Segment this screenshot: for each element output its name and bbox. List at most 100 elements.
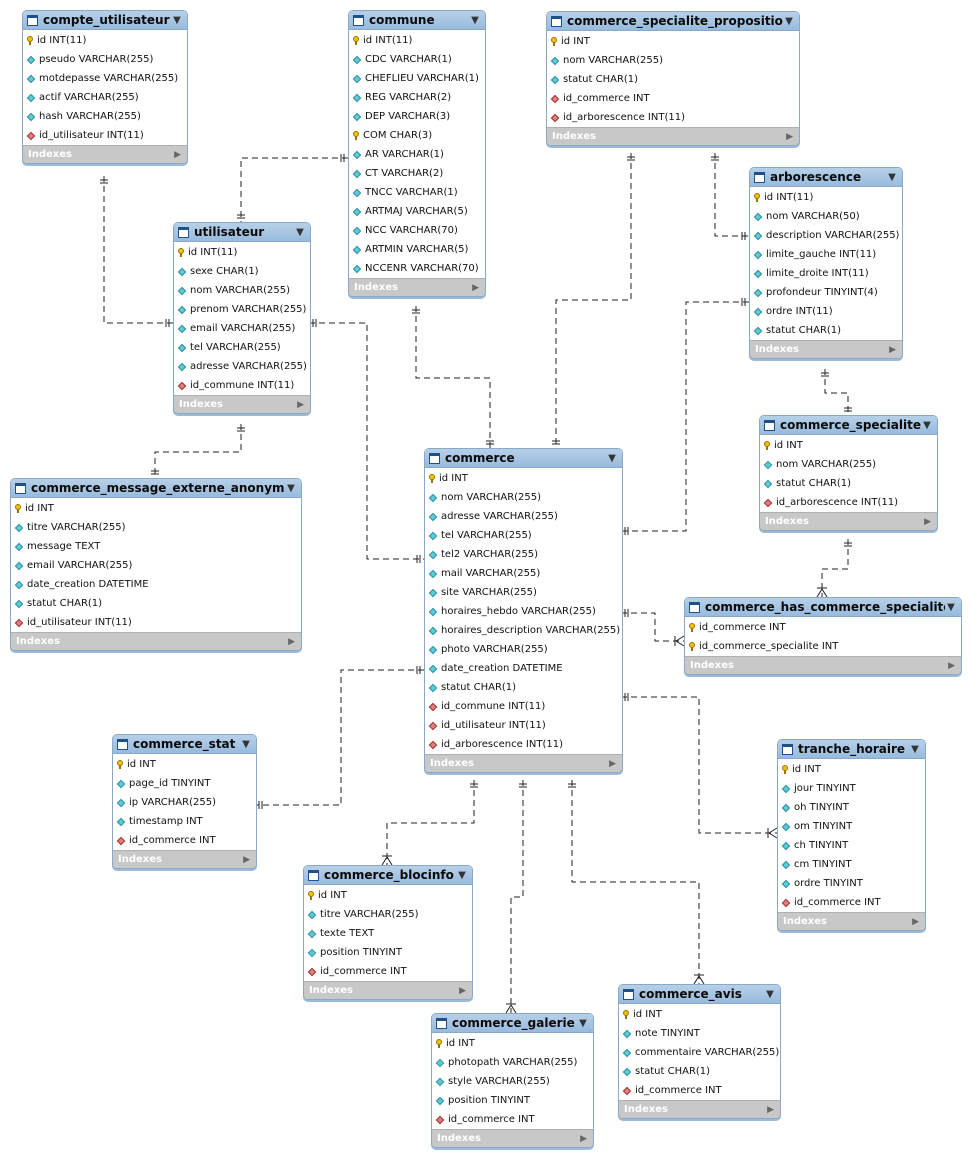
column-row[interactable]: id_arborescence INT(11) xyxy=(760,493,937,512)
relationship-line[interactable] xyxy=(552,153,635,448)
column-row[interactable]: id INT xyxy=(425,469,622,488)
column-row[interactable]: REG VARCHAR(2) xyxy=(349,88,485,107)
relationship-line[interactable] xyxy=(568,780,705,985)
column-row[interactable]: limite_droite INT(11) xyxy=(750,264,902,283)
expand-arrow-icon[interactable]: ▶ xyxy=(924,516,931,527)
column-row[interactable]: ordre TINYINT xyxy=(778,874,925,893)
expand-arrow-icon[interactable]: ▶ xyxy=(297,399,304,410)
column-row[interactable]: ch TINYINT xyxy=(778,836,925,855)
column-row[interactable]: id_arborescence INT(11) xyxy=(425,735,622,754)
column-row[interactable]: AR VARCHAR(1) xyxy=(349,145,485,164)
column-row[interactable]: date_creation DATETIME xyxy=(425,659,622,678)
column-row[interactable]: position TINYINT xyxy=(432,1091,593,1110)
column-row[interactable]: id_commerce INT xyxy=(113,831,256,850)
column-row[interactable]: photo VARCHAR(255) xyxy=(425,640,622,659)
chevron-down-icon[interactable]: ▼ xyxy=(173,14,181,26)
column-row[interactable]: tel2 VARCHAR(255) xyxy=(425,545,622,564)
column-row[interactable]: motdepasse VARCHAR(255) xyxy=(23,69,187,88)
column-row[interactable]: position TINYINT xyxy=(304,943,472,962)
indexes-section[interactable]: Indexes▶ xyxy=(11,632,301,650)
column-row[interactable]: titre VARCHAR(255) xyxy=(11,518,301,537)
relationship-line[interactable] xyxy=(621,298,749,535)
relationship-line[interactable] xyxy=(309,319,424,563)
column-row[interactable]: id_commerce INT xyxy=(619,1081,780,1100)
column-row[interactable]: nom VARCHAR(255) xyxy=(425,488,622,507)
column-row[interactable]: actif VARCHAR(255) xyxy=(23,88,187,107)
chevron-down-icon[interactable]: ▼ xyxy=(923,419,931,431)
chevron-down-icon[interactable]: ▼ xyxy=(287,482,295,494)
chevron-down-icon[interactable]: ▼ xyxy=(296,226,304,238)
table-header[interactable]: arborescence▼ xyxy=(750,168,902,187)
column-row[interactable]: COM CHAR(3) xyxy=(349,126,485,145)
column-row[interactable]: statut CHAR(1) xyxy=(425,678,622,697)
column-row[interactable]: nom VARCHAR(255) xyxy=(760,455,937,474)
indexes-section[interactable]: Indexes▶ xyxy=(547,127,799,145)
chevron-down-icon[interactable]: ▼ xyxy=(458,869,466,881)
relationship-line[interactable] xyxy=(621,609,685,647)
column-row[interactable]: id INT(11) xyxy=(750,188,902,207)
table-header[interactable]: commerce_message_externe_anonyme▼ xyxy=(11,479,301,498)
column-row[interactable]: statut CHAR(1) xyxy=(760,474,937,493)
column-row[interactable]: titre VARCHAR(255) xyxy=(304,905,472,924)
column-row[interactable]: jour TINYINT xyxy=(778,779,925,798)
relationship-line[interactable] xyxy=(237,154,348,222)
column-row[interactable]: NCCENR VARCHAR(70) xyxy=(349,259,485,278)
chevron-down-icon[interactable]: ▼ xyxy=(911,743,919,755)
expand-arrow-icon[interactable]: ▶ xyxy=(948,660,955,671)
column-row[interactable]: TNCC VARCHAR(1) xyxy=(349,183,485,202)
column-row[interactable]: id_utilisateur INT(11) xyxy=(425,716,622,735)
column-row[interactable]: email VARCHAR(255) xyxy=(174,319,310,338)
expand-arrow-icon[interactable]: ▶ xyxy=(580,1133,587,1144)
column-row[interactable]: style VARCHAR(255) xyxy=(432,1072,593,1091)
indexes-section[interactable]: Indexes▶ xyxy=(760,512,937,530)
column-row[interactable]: pseudo VARCHAR(255) xyxy=(23,50,187,69)
column-row[interactable]: description VARCHAR(255) xyxy=(750,226,902,245)
column-row[interactable]: message TEXT xyxy=(11,537,301,556)
column-row[interactable]: id INT xyxy=(432,1034,593,1053)
relationship-line[interactable] xyxy=(816,539,852,598)
column-row[interactable]: id_commerce INT xyxy=(432,1110,593,1129)
column-row[interactable]: id INT xyxy=(547,32,799,51)
column-row[interactable]: id INT xyxy=(760,436,937,455)
indexes-section[interactable]: Indexes▶ xyxy=(23,145,187,163)
column-row[interactable]: id INT(11) xyxy=(174,243,310,262)
column-row[interactable]: cm TINYINT xyxy=(778,855,925,874)
column-row[interactable]: adresse VARCHAR(255) xyxy=(174,357,310,376)
column-row[interactable]: page_id TINYINT xyxy=(113,774,256,793)
table-header[interactable]: commerce_specialite_proposition▼ xyxy=(547,12,799,31)
table-compte-utilisateur[interactable]: compte_utilisateur▼id INT(11)pseudo VARC… xyxy=(22,10,188,164)
column-row[interactable]: id INT xyxy=(619,1005,780,1024)
column-row[interactable]: nom VARCHAR(50) xyxy=(750,207,902,226)
column-row[interactable]: photopath VARCHAR(255) xyxy=(432,1053,593,1072)
table-header[interactable]: utilisateur▼ xyxy=(174,223,310,242)
expand-arrow-icon[interactable]: ▶ xyxy=(243,854,250,865)
column-row[interactable]: timestamp INT xyxy=(113,812,256,831)
column-row[interactable]: ARTMAJ VARCHAR(5) xyxy=(349,202,485,221)
column-row[interactable]: NCC VARCHAR(70) xyxy=(349,221,485,240)
column-row[interactable]: nom VARCHAR(255) xyxy=(547,51,799,70)
indexes-section[interactable]: Indexes▶ xyxy=(778,912,925,930)
table-header[interactable]: tranche_horaire▼ xyxy=(778,740,925,759)
column-row[interactable]: tel VARCHAR(255) xyxy=(174,338,310,357)
column-row[interactable]: DEP VARCHAR(3) xyxy=(349,107,485,126)
column-row[interactable]: profondeur TINYINT(4) xyxy=(750,283,902,302)
column-row[interactable]: id_utilisateur INT(11) xyxy=(11,613,301,632)
expand-arrow-icon[interactable]: ▶ xyxy=(767,1104,774,1115)
column-row[interactable]: id_commerce INT xyxy=(547,89,799,108)
table-header[interactable]: commerce▼ xyxy=(425,449,622,468)
chevron-down-icon[interactable]: ▼ xyxy=(785,15,793,27)
column-row[interactable]: id_arborescence INT(11) xyxy=(547,108,799,127)
chevron-down-icon[interactable]: ▼ xyxy=(242,738,250,750)
column-row[interactable]: id INT xyxy=(11,499,301,518)
indexes-section[interactable]: Indexes▶ xyxy=(685,656,961,674)
table-commune[interactable]: commune▼id INT(11)CDC VARCHAR(1)CHEFLIEU… xyxy=(348,10,486,297)
table-header[interactable]: commerce_stat▼ xyxy=(113,735,256,754)
column-row[interactable]: note TINYINT xyxy=(619,1024,780,1043)
expand-arrow-icon[interactable]: ▶ xyxy=(174,149,181,160)
indexes-section[interactable]: Indexes▶ xyxy=(113,850,256,868)
